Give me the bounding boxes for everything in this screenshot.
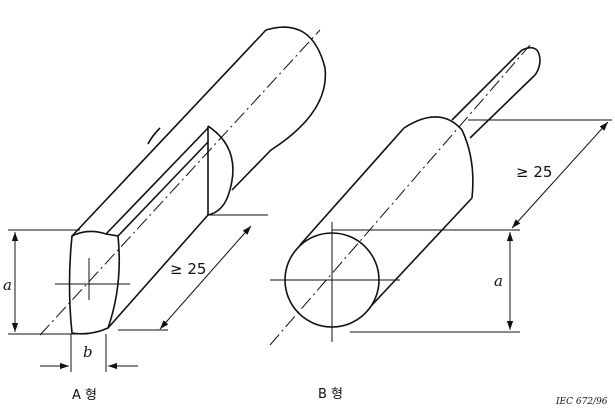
type-a-b-label: b	[83, 343, 93, 361]
type-a-top-edge	[71, 29, 267, 237]
type-a-caption: A 형	[72, 388, 97, 403]
type-a-notch-curve	[147, 127, 161, 145]
type-a-inner-edge-upper	[105, 127, 209, 235]
type-a-len-label: ≥ 25	[170, 260, 206, 278]
type-a-rear-end	[231, 26, 327, 191]
type-a-axis	[39, 29, 321, 336]
type-a-a-label: a	[3, 276, 12, 294]
type-a-step	[207, 125, 234, 216]
type-b-probe: a ≥ 25 B 형	[269, 44, 612, 402]
type-a-probe: a b ≥ 25 A 형	[3, 26, 327, 403]
type-b-stem-top	[451, 49, 523, 121]
type-b-rear-end	[403, 116, 474, 199]
type-a-len-dimension-line	[159, 225, 252, 330]
type-b-axis	[269, 44, 531, 346]
type-a-inner-edge-lower	[117, 141, 209, 237]
type-a-front-face	[68, 230, 121, 335]
type-b-caption: B 형	[318, 387, 343, 402]
type-b-top-edge	[299, 127, 405, 246]
type-b-stem-bottom	[469, 74, 536, 139]
type-b-a-label: a	[494, 272, 503, 290]
type-b-len-label: ≥ 25	[516, 163, 552, 181]
type-b-bottom-edge	[371, 197, 473, 306]
type-b-len-dimension-line	[511, 121, 609, 229]
iec-reference: IEC 672/96	[555, 397, 608, 407]
type-b-stem-end	[521, 46, 541, 76]
